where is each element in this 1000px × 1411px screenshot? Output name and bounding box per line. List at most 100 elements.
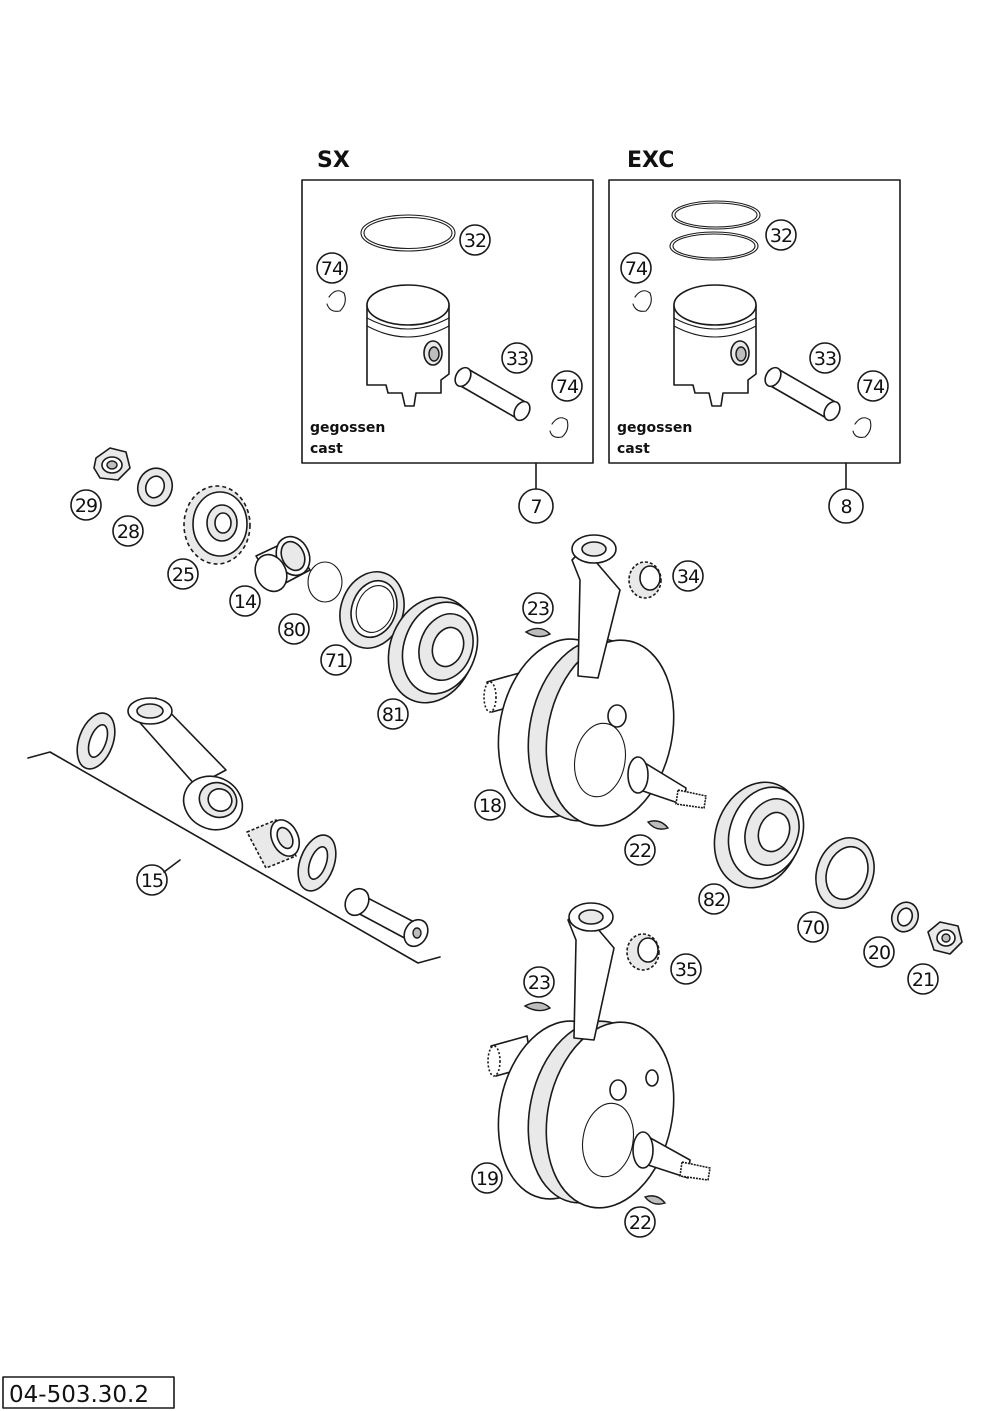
bearing-right xyxy=(713,781,805,889)
svg-text:23: 23 xyxy=(527,598,549,620)
svg-text:28: 28 xyxy=(117,521,139,543)
svg-text:34: 34 xyxy=(677,566,700,588)
callout-key-lower-a: 22 xyxy=(624,834,656,866)
callout-nut-left: 29 xyxy=(70,489,102,521)
gear xyxy=(183,485,251,565)
callout-kit-sx: 7 xyxy=(518,488,554,524)
sx-note-en: cast xyxy=(310,441,343,457)
svg-text:33: 33 xyxy=(814,348,836,370)
crankshaft-lower xyxy=(487,902,711,1209)
exc-circlip-b xyxy=(852,417,872,438)
svg-text:74: 74 xyxy=(862,376,885,398)
exc-kit-frame xyxy=(608,179,901,464)
callout-shim: 80 xyxy=(278,613,310,645)
exc-note-en: cast xyxy=(617,441,650,457)
callout-washer-left: 28 xyxy=(112,515,144,547)
svg-text:74: 74 xyxy=(556,376,579,398)
callout-crank-upper: 18 xyxy=(474,789,506,821)
callout-sx-clip-a: 74 xyxy=(316,252,348,284)
exc-title: EXC xyxy=(627,148,674,173)
svg-text:19: 19 xyxy=(476,1168,498,1190)
svg-text:81: 81 xyxy=(382,704,404,726)
exc-note-de: gegossen xyxy=(617,420,692,436)
svg-text:22: 22 xyxy=(629,1212,651,1234)
sx-piston-ring xyxy=(360,214,456,252)
svg-text:71: 71 xyxy=(325,650,347,672)
callout-sx-clip-b: 74 xyxy=(551,370,583,402)
needle-bearing-upper xyxy=(628,561,662,599)
crank-pin xyxy=(344,887,429,948)
nut-left xyxy=(93,447,131,481)
svg-text:25: 25 xyxy=(172,564,194,586)
svg-text:7: 7 xyxy=(530,496,541,518)
callout-kit-exc: 8 xyxy=(828,488,864,524)
sx-circlip-a xyxy=(326,290,346,312)
callout-nut-right: 21 xyxy=(907,963,939,995)
svg-text:32: 32 xyxy=(464,230,486,252)
sx-title: SX xyxy=(317,148,350,173)
svg-text:23: 23 xyxy=(528,972,550,994)
exc-piston-kit: EXC gegossen cast xyxy=(608,148,901,464)
exc-piston-ring-b xyxy=(669,231,759,261)
needle-bearing-lower xyxy=(626,933,660,971)
woodruff-key-upper xyxy=(524,627,552,638)
sx-piston xyxy=(366,284,450,407)
callout-key-second-b: 22 xyxy=(624,1206,656,1238)
sx-circlip-b xyxy=(549,417,569,438)
bearing-left xyxy=(387,596,479,704)
sx-kit-frame xyxy=(301,179,594,464)
connecting-rod xyxy=(127,697,244,831)
seal-right xyxy=(815,837,875,909)
svg-text:33: 33 xyxy=(506,348,528,370)
rod-kit xyxy=(27,697,441,964)
bushing xyxy=(254,535,311,593)
svg-text:74: 74 xyxy=(625,258,648,280)
woodruff-key-second xyxy=(523,1001,552,1012)
svg-text:82: 82 xyxy=(703,889,725,911)
washer-right xyxy=(890,901,920,933)
callout-sx-pin: 33 xyxy=(501,342,533,374)
svg-text:18: 18 xyxy=(479,795,501,817)
svg-text:8: 8 xyxy=(840,496,851,518)
needle-bearing xyxy=(246,819,301,869)
callout-bearing-right: 82 xyxy=(698,883,730,915)
exc-circlip-a xyxy=(632,290,652,312)
svg-text:15: 15 xyxy=(141,870,163,892)
svg-text:22: 22 xyxy=(629,840,651,862)
svg-text:74: 74 xyxy=(321,258,344,280)
svg-text:21: 21 xyxy=(912,969,934,991)
callout-sx-ring: 32 xyxy=(459,224,491,256)
svg-text:29: 29 xyxy=(75,495,97,517)
callout-needle-second: 35 xyxy=(670,953,702,985)
sx-note-de: gegossen xyxy=(310,420,385,436)
callout-washer-right: 20 xyxy=(863,936,895,968)
woodruff-key-second-b xyxy=(643,1195,667,1205)
callout-seal-right: 70 xyxy=(797,911,829,943)
callout-exc-clip-b: 74 xyxy=(857,370,889,402)
callout-gear: 25 xyxy=(167,558,199,590)
seal-left xyxy=(339,571,405,649)
callout-needle-upper: 34 xyxy=(672,560,704,592)
callout-bearing-left: 81 xyxy=(377,698,409,730)
callout-rod-kit: 15 xyxy=(136,864,168,896)
svg-text:32: 32 xyxy=(770,225,792,247)
svg-text:35: 35 xyxy=(675,959,697,981)
callout-key-upper: 23 xyxy=(522,592,554,624)
exc-piston-ring-a xyxy=(671,200,761,230)
exc-piston-pin xyxy=(764,366,841,422)
callout-exc-ring: 32 xyxy=(765,219,797,251)
callout-exc-pin: 33 xyxy=(809,342,841,374)
svg-text:14: 14 xyxy=(234,591,257,613)
crankshaft-upper xyxy=(483,534,707,830)
drawing-number: 04-503.30.2 xyxy=(9,1382,149,1408)
drawing-number-box: 04-503.30.2 xyxy=(2,1376,175,1409)
svg-text:20: 20 xyxy=(868,942,890,964)
callout-seal-left: 71 xyxy=(320,644,352,676)
washer-left xyxy=(136,467,174,507)
nut-right xyxy=(927,921,963,955)
svg-text:80: 80 xyxy=(283,619,305,641)
callout-bushing: 14 xyxy=(229,585,261,617)
sx-piston-kit: SX gegossen cast xyxy=(301,148,594,464)
sx-piston-pin xyxy=(454,366,531,422)
